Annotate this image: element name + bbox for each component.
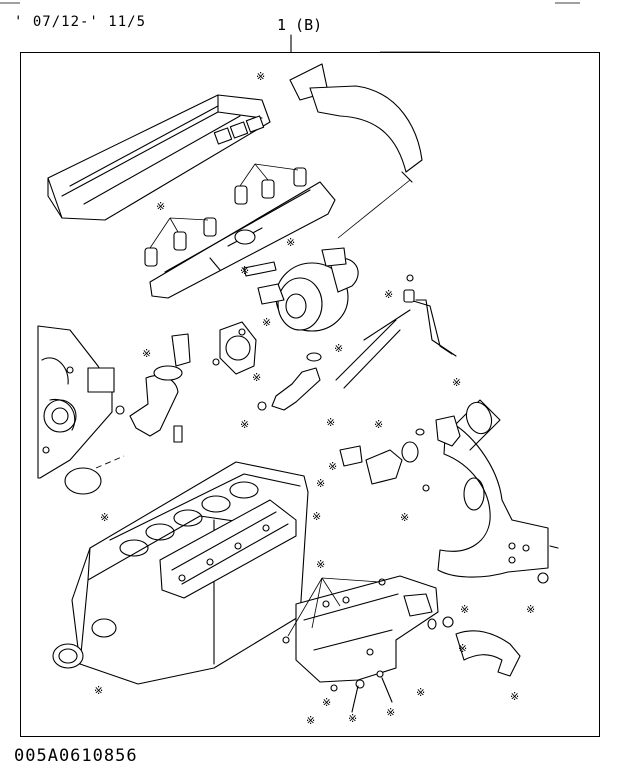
assembly-number-label: 1 (B) xyxy=(277,16,323,34)
diagram-code-label: 005A0610856 xyxy=(14,746,138,766)
callout-mark: ※ xyxy=(328,460,337,473)
exhaust-outlet-pipe xyxy=(289,63,423,239)
callout-mark: ※ xyxy=(458,642,467,655)
callout-mark: ※ xyxy=(256,70,265,83)
callout-mark: ※ xyxy=(460,603,469,616)
callout-mark: ※ xyxy=(306,714,315,727)
callout-mark: ※ xyxy=(286,236,295,249)
callout-mark: ※ xyxy=(316,477,325,490)
oil-drain-pipe xyxy=(257,352,322,411)
callout-mark: ※ xyxy=(316,558,325,571)
turbocharger xyxy=(243,247,359,332)
callout-mark: ※ xyxy=(240,264,249,277)
cylinder-head-cover xyxy=(47,94,271,221)
callout-mark: ※ xyxy=(322,696,331,709)
callout-mark: ※ xyxy=(510,690,519,703)
thermostat-housing xyxy=(115,333,191,443)
callout-mark: ※ xyxy=(386,706,395,719)
turbo-flange-gasket xyxy=(212,321,257,375)
drain-plug-washer xyxy=(537,572,549,584)
crankshaft-oil-seal xyxy=(52,643,84,669)
oil-cooler-cover xyxy=(282,575,454,683)
turbo-oil-pipe xyxy=(335,274,457,389)
callout-mark: ※ xyxy=(334,342,343,355)
oil-cooler-small-parts xyxy=(330,648,393,713)
callout-mark: ※ xyxy=(142,347,151,360)
callout-mark: ※ xyxy=(312,510,321,523)
date-range-label: ' 07/12-' 11/5 xyxy=(14,14,147,30)
diagram-frame xyxy=(20,52,600,737)
callout-mark: ※ xyxy=(384,288,393,301)
callout-mark: ※ xyxy=(348,712,357,725)
fuel-pump-bracket xyxy=(339,415,461,492)
callout-mark: ※ xyxy=(252,371,261,384)
callout-mark: ※ xyxy=(100,511,109,524)
water-pump-housing xyxy=(37,325,115,479)
callout-mark: ※ xyxy=(400,511,409,524)
exhaust-manifold-gasket-set xyxy=(144,115,307,267)
callout-mark: ※ xyxy=(526,603,535,616)
callout-mark: ※ xyxy=(416,686,425,699)
cylinder-head-gasket xyxy=(159,499,297,599)
callout-mark: ※ xyxy=(240,418,249,431)
oil-filter-pipe xyxy=(427,618,521,677)
water-pump-o-ring xyxy=(64,467,102,495)
exhaust-manifold xyxy=(149,181,336,299)
flywheel-housing xyxy=(437,399,559,578)
callout-mark: ※ xyxy=(326,416,335,429)
callout-mark: ※ xyxy=(262,316,271,329)
callout-mark: ※ xyxy=(94,684,103,697)
callout-mark: ※ xyxy=(156,200,165,213)
flywheel-housing-o-ring xyxy=(465,401,493,435)
callout-mark: ※ xyxy=(374,418,383,431)
callout-marks: ※ ※ ※ ※ ※ ※ ※ ※ ※ ※ ※ ※ ※ ※ ※ ※ ※ ※ ※ ※ … xyxy=(94,70,535,727)
callout-mark: ※ xyxy=(452,376,461,389)
